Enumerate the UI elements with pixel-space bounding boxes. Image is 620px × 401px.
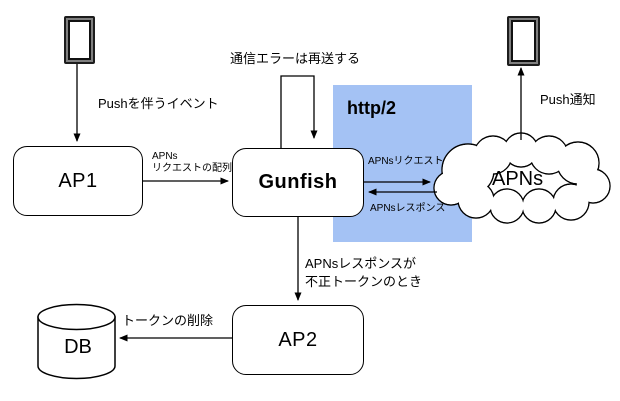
label-invalid-token-line2: 不正トークンのとき <box>305 274 423 289</box>
node-ap2: AP2 <box>232 305 364 375</box>
smartphone-screen <box>68 20 91 60</box>
label-push-notification: Push通知 <box>540 92 596 107</box>
node-gunfish: Gunfish <box>232 148 364 217</box>
label-http2: http/2 <box>347 98 396 118</box>
db-cylinder-shape <box>37 303 116 380</box>
smartphone-screen <box>511 20 536 62</box>
label-delete-token: トークンの削除 <box>122 313 214 328</box>
label-apns-response: APNsレスポンス <box>370 203 446 214</box>
node-gunfish-label: Gunfish <box>258 171 338 193</box>
smartphone-icon-right <box>507 16 540 66</box>
label-apns-request-array-line1: APNs <box>152 151 178 162</box>
arrow-retry-self-loop <box>280 75 318 148</box>
node-apns-label: APNs <box>492 168 544 190</box>
label-push-event: Pushを伴うイベント <box>98 96 219 111</box>
label-apns-request-array-line2: リクエストの配列 <box>152 163 232 174</box>
apns-cloud-shape <box>433 132 611 224</box>
label-invalid-token-line1: APNsレスポンスが <box>305 256 416 271</box>
label-invalid-token: APNsレスポンスが 不正トークンのとき <box>305 255 422 291</box>
label-apns-request-array: APNs リクエストの配列 <box>152 151 232 175</box>
node-db-label: DB <box>64 336 92 358</box>
smartphone-icon-left <box>64 16 95 64</box>
node-ap2-label: AP2 <box>278 328 318 351</box>
node-ap1-label: AP1 <box>58 169 98 192</box>
node-ap1: AP1 <box>13 146 143 216</box>
label-apns-request: APNsリクエスト <box>368 156 444 167</box>
label-retry-on-error: 通信エラーは再送する <box>230 51 361 66</box>
